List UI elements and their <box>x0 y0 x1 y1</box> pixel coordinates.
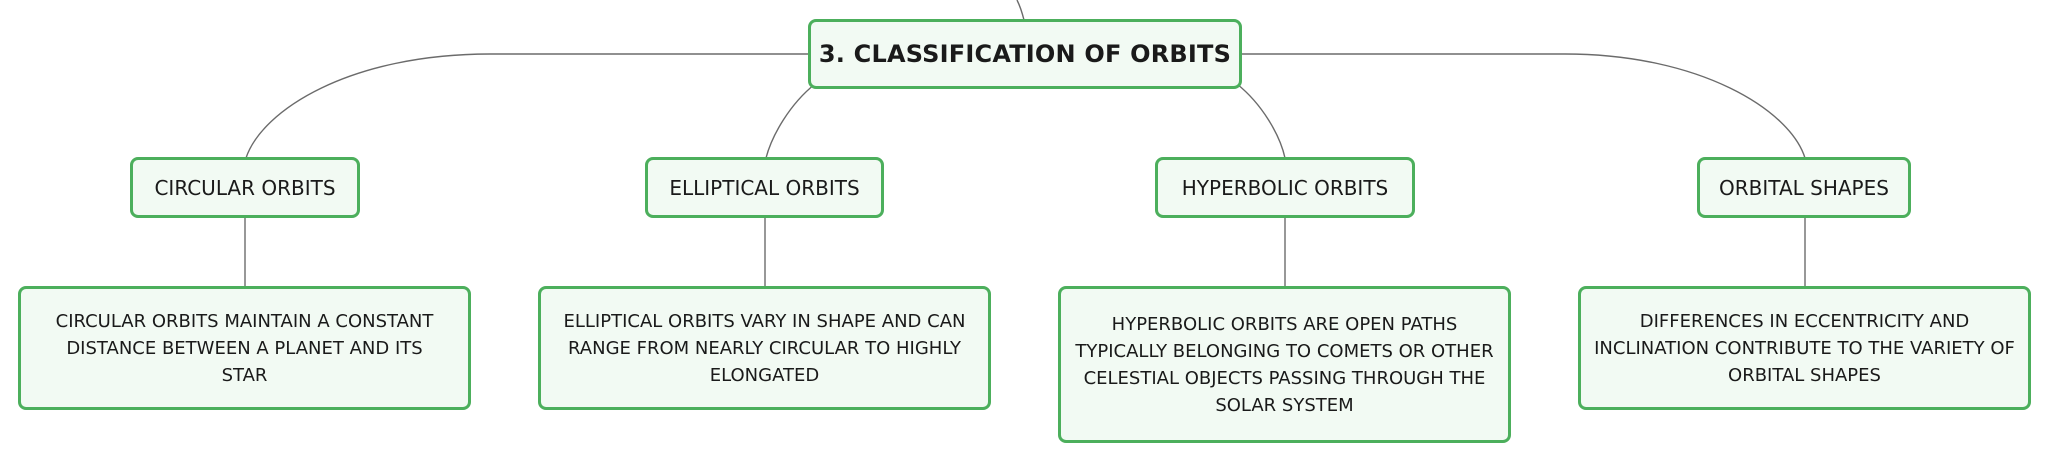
topic-node-label: HYPERBOLIC ORBITS <box>1181 175 1389 200</box>
connector-root-to-orbital-shapes <box>1240 53 1806 159</box>
detail-node-elliptical-orbits[interactable]: ELLIPTICAL ORBITS VARY IN SHAPE AND CAN … <box>538 286 991 410</box>
connector-root-to-hyperbolic <box>1236 83 1286 159</box>
topic-node-elliptical-orbits[interactable]: ELLIPTICAL ORBITS <box>645 157 884 218</box>
detail-node-hyperbolic-orbits[interactable]: HYPERBOLIC ORBITS ARE OPEN PATHS TYPICAL… <box>1058 286 1511 443</box>
detail-node-circular-orbits[interactable]: CIRCULAR ORBITS MAINTAIN A CONSTANT DIST… <box>18 286 471 410</box>
topic-node-circular-orbits[interactable]: CIRCULAR ORBITS <box>130 157 360 218</box>
topic-node-orbital-shapes[interactable]: ORBITAL SHAPES <box>1697 157 1911 218</box>
topic-node-label: ORBITAL SHAPES <box>1719 175 1889 200</box>
root-node-label: 3. CLASSIFICATION OF ORBITS <box>818 40 1232 68</box>
detail-node-text: DIFFERENCES IN ECCENTRICITY AND INCLINAT… <box>1594 310 2015 386</box>
detail-node-text: HYPERBOLIC ORBITS ARE OPEN PATHS TYPICAL… <box>1075 313 1494 416</box>
detail-node-text: ELLIPTICAL ORBITS VARY IN SHAPE AND CAN … <box>563 310 966 386</box>
topic-node-label: CIRCULAR ORBITS <box>154 175 336 200</box>
detail-node-text: CIRCULAR ORBITS MAINTAIN A CONSTANT DIST… <box>55 310 434 386</box>
topic-node-hyperbolic-orbits[interactable]: HYPERBOLIC ORBITS <box>1155 157 1415 218</box>
root-node[interactable]: 3. CLASSIFICATION OF ORBITS <box>808 19 1242 89</box>
connector-parent-to-root <box>1016 0 1025 21</box>
connector-root-to-circular <box>245 53 810 159</box>
detail-node-orbital-shapes[interactable]: DIFFERENCES IN ECCENTRICITY AND INCLINAT… <box>1578 286 2031 410</box>
connector-root-to-elliptical <box>765 83 816 159</box>
topic-node-label: ELLIPTICAL ORBITS <box>669 175 860 200</box>
